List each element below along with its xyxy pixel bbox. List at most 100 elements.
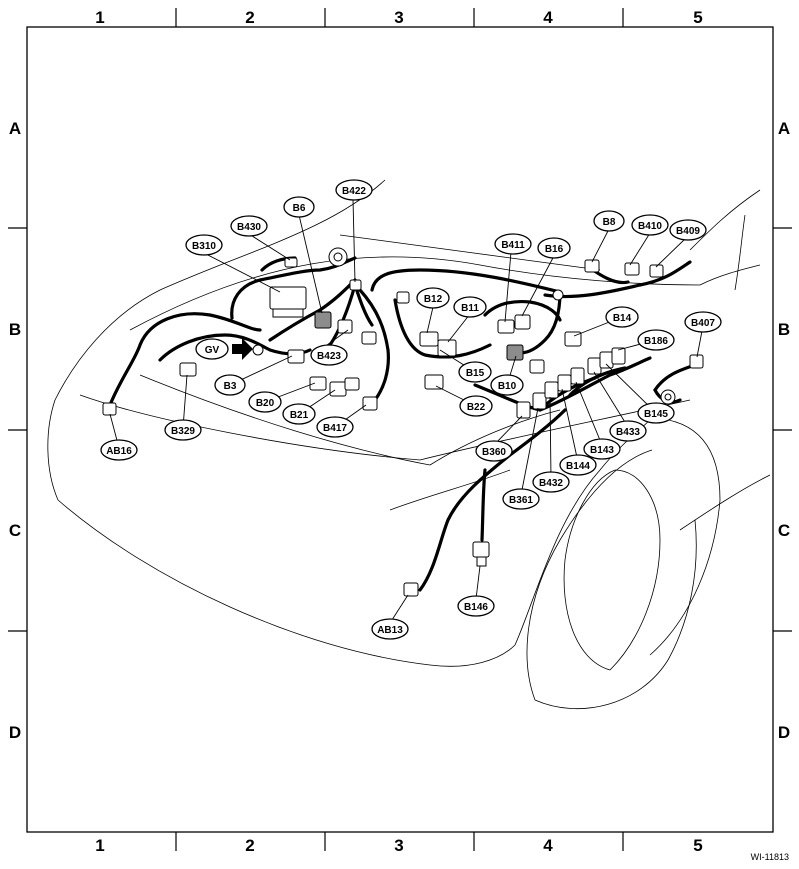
label-b433-text: B433 xyxy=(616,427,640,438)
label-ab16: AB16 xyxy=(100,439,138,461)
label-b409-text: B409 xyxy=(676,226,700,237)
connector-b146 xyxy=(472,541,490,558)
label-b361-text: B361 xyxy=(509,495,533,506)
row-label-right-b: B xyxy=(778,320,790,339)
top-ruler xyxy=(175,8,624,27)
label-b20-text: B20 xyxy=(256,398,275,409)
label-b433: B433 xyxy=(609,420,647,442)
connector-b6 xyxy=(314,311,332,329)
connector-b146-tail xyxy=(476,556,487,567)
col-label-top-4: 4 xyxy=(543,8,553,27)
row-label-left-a: A xyxy=(9,119,21,138)
connector-b186-a xyxy=(599,351,614,369)
label-b14: B14 xyxy=(605,306,639,328)
label-b310: B310 xyxy=(185,234,223,256)
label-b407-text: B407 xyxy=(691,318,715,329)
label-b3-text: B3 xyxy=(224,381,237,392)
label-ab13-text: AB13 xyxy=(377,625,403,636)
label-b430: B430 xyxy=(230,215,268,237)
connector-b21 xyxy=(329,381,347,397)
label-b409: B409 xyxy=(669,219,707,241)
label-ab16-text: AB16 xyxy=(106,446,132,457)
row-label-left-d: D xyxy=(9,723,21,742)
connector-b411-b xyxy=(514,314,531,330)
label-b417-text: B417 xyxy=(323,423,347,434)
label-b16-text: B16 xyxy=(545,244,564,255)
label-b407: B407 xyxy=(684,311,722,333)
label-b361: B361 xyxy=(502,488,540,510)
row-label-right-d: D xyxy=(778,723,790,742)
label-b12-text: B12 xyxy=(424,294,443,305)
figure-id: WI-11813 xyxy=(751,852,789,862)
connector-b422 xyxy=(349,279,362,291)
label-b11: B11 xyxy=(453,296,487,318)
connector-b310-base xyxy=(272,308,304,318)
label-b12: B12 xyxy=(416,287,450,309)
label-b422: B422 xyxy=(335,179,373,201)
connector-b144 xyxy=(557,374,572,392)
label-b422-text: B422 xyxy=(342,186,366,197)
connector-b145-sensor-inner xyxy=(664,393,672,401)
label-b144-text: B144 xyxy=(566,461,590,472)
label-b411: B411 xyxy=(494,233,532,255)
label-b21: B21 xyxy=(282,403,316,425)
connector-b10b xyxy=(529,359,545,374)
label-b329-text: B329 xyxy=(171,426,195,437)
label-b360: B360 xyxy=(475,440,513,462)
col-label-top-1: 1 xyxy=(95,8,104,27)
connector-b410 xyxy=(624,262,640,276)
label-gv: GV xyxy=(195,338,229,360)
row-label-right-c: C xyxy=(778,521,790,540)
connector-b417 xyxy=(362,396,378,411)
label-b8-text: B8 xyxy=(603,217,616,228)
label-gv-text: GV xyxy=(205,345,220,356)
connector-b411-a xyxy=(497,319,515,334)
label-b22: B22 xyxy=(459,395,493,417)
label-b432-text: B432 xyxy=(539,478,563,489)
label-b310-text: B310 xyxy=(192,241,216,252)
label-b411-text: B411 xyxy=(501,240,525,251)
connector-b310-box xyxy=(269,286,307,310)
connector-b433 xyxy=(587,357,602,375)
label-b6-text: B6 xyxy=(293,203,306,214)
label-b146-text: B146 xyxy=(464,602,488,613)
connector-b12-top xyxy=(396,291,410,304)
connector-b11 xyxy=(437,339,457,357)
label-b6: B6 xyxy=(283,196,315,218)
connector-b14 xyxy=(564,331,582,347)
arrow-icon xyxy=(232,338,253,360)
connector-b16-grommet xyxy=(552,289,564,301)
col-label-bottom-3: 3 xyxy=(394,836,403,855)
connector-b12 xyxy=(419,331,439,347)
label-b329: B329 xyxy=(164,419,202,441)
label-b10-text: B10 xyxy=(498,381,517,392)
label-ab13: AB13 xyxy=(371,618,409,640)
connector-b21b xyxy=(344,377,360,391)
col-label-bottom-4: 4 xyxy=(543,836,553,855)
label-b432: B432 xyxy=(532,471,570,493)
label-b430-text: B430 xyxy=(237,222,261,233)
label-b143-text: B143 xyxy=(590,445,614,456)
right-ruler xyxy=(773,227,792,632)
label-b11-text: B11 xyxy=(461,303,479,314)
connector-b186-b xyxy=(611,347,626,365)
connector-b407 xyxy=(689,354,704,369)
connector-b423 xyxy=(287,349,305,364)
label-b410: B410 xyxy=(631,214,669,236)
connector-b422-sensor-inner xyxy=(333,252,343,262)
label-b360-text: B360 xyxy=(482,447,506,458)
leader-lines xyxy=(109,198,703,624)
diagram-frame xyxy=(26,26,774,833)
col-label-top-5: 5 xyxy=(693,8,702,27)
row-label-left-c: C xyxy=(9,521,21,540)
col-label-top-3: 3 xyxy=(394,8,403,27)
connector-b15 xyxy=(424,374,444,390)
connector-b3-a xyxy=(337,319,353,334)
connector-b143 xyxy=(570,367,585,385)
label-b15-text: B15 xyxy=(466,368,485,379)
label-b14-text: B14 xyxy=(613,313,632,324)
car-body-outline xyxy=(47,179,771,710)
col-label-top-2: 2 xyxy=(245,8,254,27)
label-b15: B15 xyxy=(458,361,492,383)
label-b21-text: B21 xyxy=(290,410,309,421)
